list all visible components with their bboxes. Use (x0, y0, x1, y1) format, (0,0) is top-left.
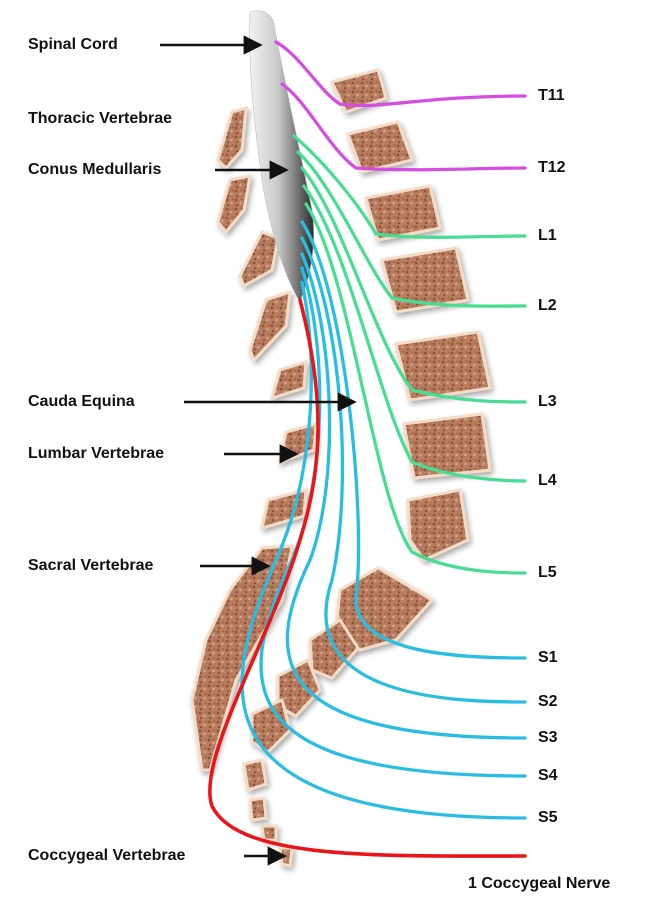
vertebral-body-t12 (346, 120, 414, 174)
coccyx-segment-3 (260, 824, 278, 842)
spinous-process-3 (238, 230, 280, 289)
nerve-l5-line (304, 202, 527, 575)
nerve-s5-line (240, 280, 527, 820)
nerve-label-l1: L1 (538, 227, 557, 244)
nerve-s1-line (300, 220, 527, 660)
nerve-t12-line (280, 82, 527, 172)
nerve-l2-line (296, 150, 527, 308)
spinous-process-5 (269, 359, 308, 401)
nerve-l3-line (300, 166, 527, 404)
nerve-label-s4: S4 (538, 767, 558, 784)
coccyx-segment-1 (242, 758, 268, 792)
vertebral-body-l5 (406, 488, 470, 562)
label-spinal-cord: Spinal Cord (28, 36, 118, 53)
nerve-label-l4: L4 (538, 472, 557, 489)
nerve-label-s5: S5 (538, 809, 558, 826)
label-coccygeal-vertebrae: Coccygeal Vertebrae (28, 847, 186, 864)
nerve-s3-line (285, 252, 527, 740)
label-sacral-vertebrae: Sacral Vertebrae (28, 557, 154, 574)
vertebral-body-l1 (364, 184, 442, 242)
spinous-process-7 (260, 488, 308, 531)
spinous-process-1 (216, 105, 248, 171)
nerve-s2-line (300, 236, 527, 704)
nerve-label-t12: T12 (538, 159, 566, 176)
spinal-cord (249, 10, 315, 303)
coccyx-segment-2 (248, 796, 268, 822)
label-conus-medullaris: Conus Medullaris (28, 161, 162, 178)
label-thoracic-vertebrae: Thoracic Vertebrae (28, 110, 173, 127)
nerve-t11-line (274, 40, 527, 108)
spinous-process-4 (248, 289, 292, 363)
label-lumbar-vertebrae: Lumbar Vertebrae (28, 445, 165, 462)
nerve-s4-line (259, 266, 527, 778)
nerve-l1-line (292, 134, 527, 239)
spinous-process-6 (278, 422, 318, 465)
nerve-label-s1: S1 (538, 649, 558, 666)
spinous-process-2 (216, 174, 252, 235)
nerve-label-l5: L5 (538, 564, 557, 581)
nerve-label-t11: T11 (538, 87, 565, 104)
nerve-label-l3: L3 (538, 393, 557, 410)
nerve-label-s2: S2 (538, 693, 558, 710)
sacral-segment-4 (250, 697, 292, 754)
nerve-label-s3: S3 (538, 729, 558, 746)
label-cauda-equina: Cauda Equina (28, 393, 135, 410)
vertebral-body-t11 (329, 68, 388, 114)
label-coccygeal-nerve: 1 Coccygeal Nerve (468, 875, 611, 892)
vertebral-body-l4 (402, 412, 492, 480)
nerve-l4-line (302, 184, 527, 483)
nerve-label-l2: L2 (538, 297, 557, 314)
coccygeal-nerve-line (208, 298, 527, 858)
